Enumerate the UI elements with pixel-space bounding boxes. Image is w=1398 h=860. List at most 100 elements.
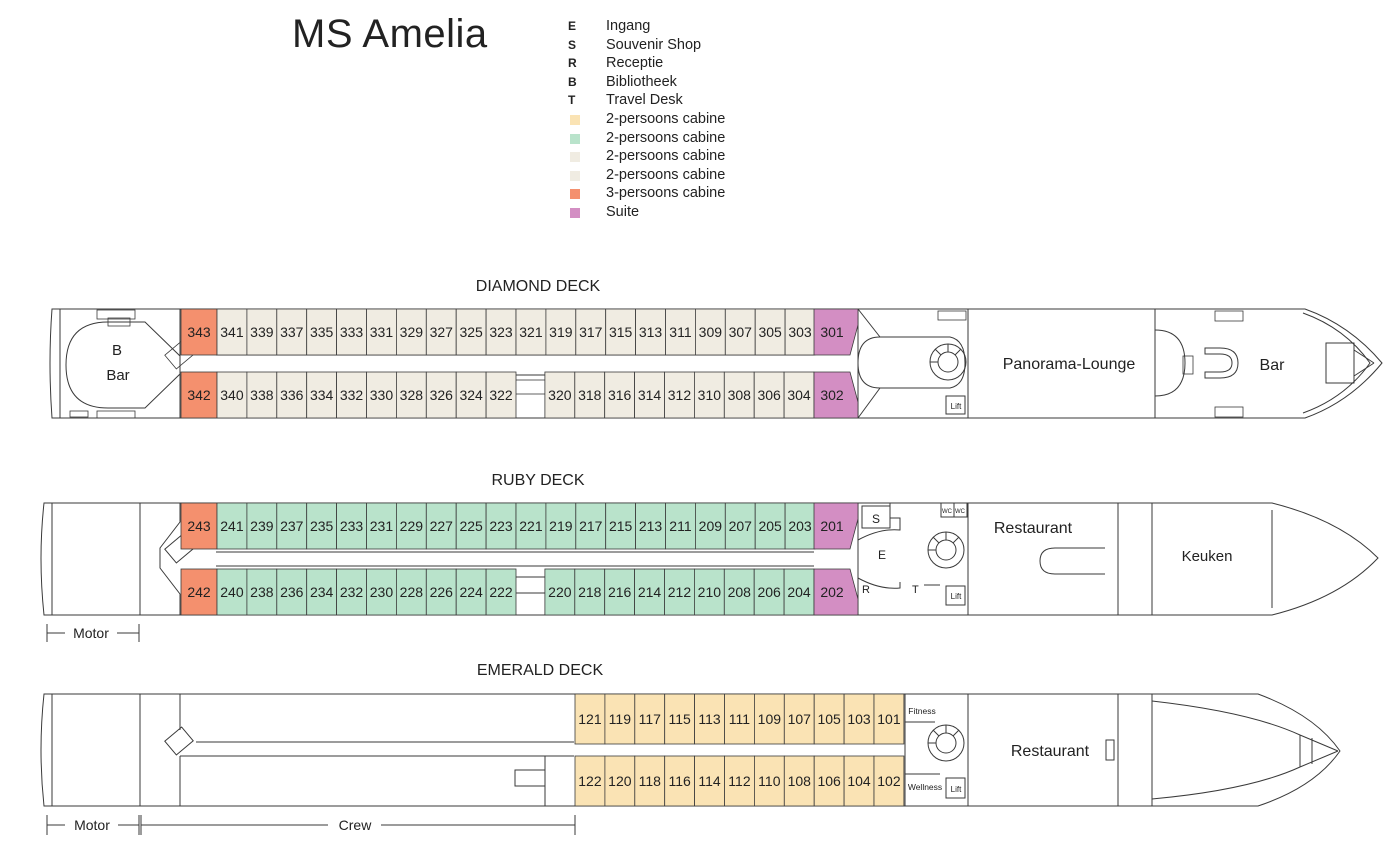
cabin-326: 326	[425, 371, 457, 419]
cabin-number: 325	[459, 324, 483, 340]
cabin-number: 304	[787, 387, 811, 403]
cabin-112: 112	[724, 755, 755, 807]
cabin-number: 320	[548, 387, 572, 403]
cabin-313: 313	[635, 308, 666, 356]
cabin-220: 220	[544, 568, 576, 616]
legend-symbol: B	[568, 74, 577, 89]
cabin-number: 328	[400, 387, 424, 403]
legend-item-reception: R Receptie	[566, 55, 786, 74]
cabin-228: 228	[395, 568, 427, 616]
cabin-number: 219	[549, 518, 573, 534]
cabin-321: 321	[515, 308, 547, 356]
cabin-120: 120	[604, 755, 636, 807]
cabin-number: 342	[187, 387, 211, 403]
cabin-number: 303	[788, 324, 812, 340]
cabin-225: 225	[455, 502, 487, 550]
cabin-number: 326	[430, 387, 454, 403]
cabin-205: 205	[754, 502, 786, 550]
legend-item-library: B Bibliotheek	[566, 74, 786, 93]
stairs-icon	[164, 726, 194, 756]
cabin-110: 110	[754, 755, 785, 807]
legend-swatch-salmon	[570, 189, 580, 200]
restaurant-label: Restaurant	[994, 520, 1073, 537]
cabin-206: 206	[753, 568, 785, 616]
cabin-327: 327	[425, 308, 457, 356]
cabin-number: 230	[370, 584, 394, 600]
cabin-number: 102	[877, 773, 901, 789]
cabin-number: 117	[639, 711, 662, 727]
cabin-number: 341	[220, 324, 244, 340]
crew-label: Crew	[339, 817, 373, 833]
cabin-226: 226	[425, 568, 457, 616]
cabin-number: 338	[250, 387, 274, 403]
legend-item-salmon: 3-persoons cabine	[566, 185, 786, 204]
wc-box	[953, 502, 968, 518]
cabin-number: 322	[489, 387, 513, 403]
legend-symbol: R	[568, 56, 577, 71]
cabin-number: 216	[608, 584, 632, 600]
cabin-234: 234	[306, 568, 338, 616]
cabin-213: 213	[635, 502, 666, 550]
legend-label: Souvenir Shop	[606, 36, 702, 53]
cabin-214: 214	[634, 568, 665, 616]
cabin-number: 202	[820, 584, 844, 600]
cabin-number: 336	[280, 387, 304, 403]
cabin-339: 339	[246, 308, 278, 356]
cabin-number: 242	[187, 584, 211, 600]
cabin-117: 117	[634, 693, 666, 745]
cabin-218: 218	[574, 568, 606, 616]
cabin-number: 337	[280, 324, 304, 340]
lounge-bar-counter	[1154, 329, 1186, 397]
page-title: MS Amelia	[292, 12, 488, 56]
cabin-230: 230	[366, 568, 397, 616]
cabin-number: 331	[370, 324, 394, 340]
cabin-315: 315	[605, 308, 637, 356]
cabin-342: 342	[180, 371, 218, 419]
cabin-241: 241	[216, 502, 248, 550]
cabin-number: 224	[459, 584, 483, 600]
cabin-240: 240	[216, 568, 248, 616]
cabin-101: 101	[873, 693, 905, 745]
legend-label: 3-persoons cabine	[606, 185, 726, 202]
cabin-209: 209	[695, 502, 726, 550]
cabin-number: 214	[638, 584, 662, 600]
deck-title-ruby: RUBY DECK	[491, 472, 584, 489]
cabin-number: 332	[340, 387, 364, 403]
fitness-label: Fitness	[908, 706, 935, 716]
cabin-number: 222	[489, 584, 513, 600]
lift-label: Lift	[951, 402, 962, 411]
cabin-318: 318	[574, 371, 606, 419]
cabin-307: 307	[724, 308, 756, 356]
cabin-316: 316	[604, 371, 636, 419]
cabin-number: 327	[430, 324, 454, 340]
cabin-207: 207	[724, 502, 756, 550]
cabin-208: 208	[723, 568, 755, 616]
cabin-number: 234	[310, 584, 334, 600]
cabin-number: 116	[668, 773, 691, 789]
cabin-204: 204	[783, 568, 815, 616]
legend-label: Suite	[606, 203, 640, 220]
cabin-number: 302	[820, 387, 844, 403]
suite-301: 301	[813, 308, 859, 356]
suite-202: 202	[813, 568, 859, 616]
cabin-108: 108	[783, 755, 815, 807]
cabin-320: 320	[544, 371, 576, 419]
bar-counter-icon	[1204, 347, 1239, 379]
cabin-number: 204	[787, 584, 811, 600]
ruby-deck: S E R T WC WC Lift Restaurant Keuken	[40, 502, 1379, 616]
cabin-number: 324	[459, 387, 483, 403]
legend-item-suite: Suite	[566, 204, 786, 223]
lift-box	[945, 777, 966, 799]
kitchen-label: Keuken	[1182, 548, 1233, 565]
cabin-106: 106	[813, 755, 845, 807]
deck-title-emerald: EMERALD DECK	[477, 662, 604, 679]
cabin-306: 306	[753, 371, 785, 419]
cabin-number: 114	[698, 773, 721, 789]
cabin-103: 103	[843, 693, 875, 745]
lift-box	[945, 585, 966, 606]
cabin-number: 311	[669, 324, 692, 340]
forward-bar-label: Bar	[1260, 357, 1286, 374]
